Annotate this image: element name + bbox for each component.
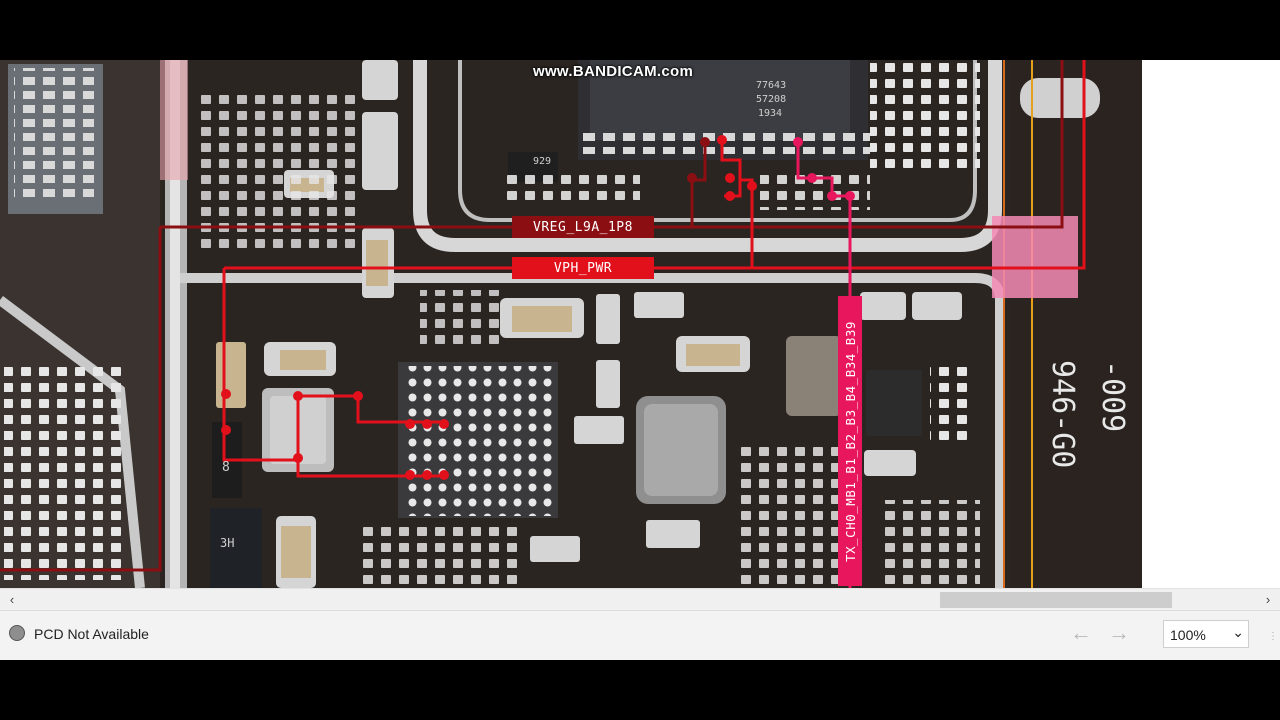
zoom-select[interactable]: 100% ⌄	[1163, 620, 1249, 648]
board-side-text-1: 946-G0	[1045, 360, 1080, 469]
horizontal-scrollbar[interactable]: ‹ ›	[0, 588, 1280, 611]
net-label-vph-pwr[interactable]: VPH_PWR	[512, 257, 654, 279]
ic-marking-line1: 77643	[756, 80, 787, 91]
zoom-value: 100%	[1170, 627, 1206, 643]
part-marking-8: 8	[222, 460, 230, 475]
net-label-tx-text: TX_CH0_MB1_B1_B2_B3_B4_B34_B39	[842, 320, 858, 562]
chevron-down-icon: ⌄	[1232, 624, 1244, 640]
scroll-left-icon[interactable]: ‹	[9, 592, 15, 607]
board-viewer[interactable]: www.BANDICAM.com 77643 57208 1934 929 8 …	[0, 60, 1280, 588]
part-marking-3h: 3H	[220, 536, 235, 550]
arrow-right-icon[interactable]: →	[1108, 620, 1130, 645]
net-label-tx[interactable]: TX_CH0_MB1_B1_B2_B3_B4_B34_B39	[838, 296, 862, 586]
status-dot-icon	[9, 625, 25, 641]
pcb-board-image[interactable]	[0, 60, 1142, 588]
top-letterbox	[0, 0, 1280, 60]
scroll-thumb[interactable]	[940, 592, 1172, 608]
net-label-vreg[interactable]: VREG_L9A_1P8	[512, 216, 654, 238]
board-side-text-2: -009	[1095, 360, 1130, 433]
pcd-status-text: PCD Not Available	[34, 626, 149, 642]
small-ic-marking: 929	[533, 156, 552, 167]
resize-grip-icon[interactable]: ⋮	[1268, 631, 1278, 642]
bottom-letterbox	[0, 660, 1280, 720]
arrow-left-icon[interactable]: ←	[1070, 620, 1092, 645]
bandicam-watermark: www.BANDICAM.com	[533, 63, 694, 80]
ic-marking-line3: 1934	[758, 108, 783, 119]
ic-marking-line2: 57208	[756, 94, 787, 105]
status-bar: PCD Not Available ← → 100% ⌄ ⋮	[0, 610, 1280, 661]
scroll-right-icon[interactable]: ›	[1265, 592, 1271, 607]
